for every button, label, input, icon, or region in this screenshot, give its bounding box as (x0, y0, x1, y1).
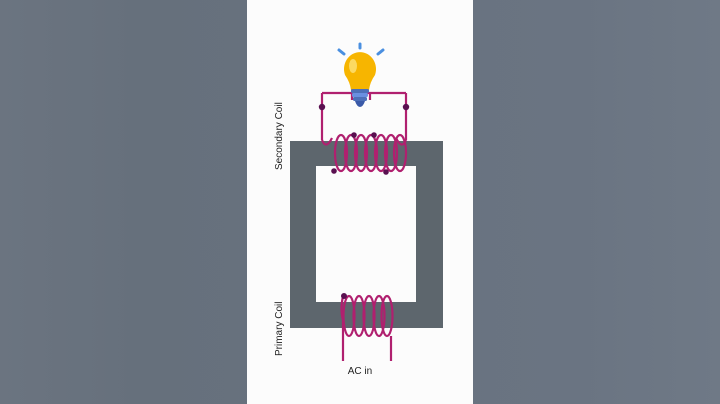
secondary-coil-label: Secondary Coil (274, 102, 285, 170)
light-bulb-icon (337, 42, 385, 107)
transformer-core (290, 141, 443, 328)
primary-terminal (341, 293, 347, 299)
primary-coil-label: Primary Coil (274, 302, 285, 356)
secondary-coil (333, 133, 408, 173)
primary-coil (342, 294, 394, 338)
ac-input-label: AC in (348, 366, 372, 377)
primary-input-wires (340, 295, 393, 361)
secondary-terminals (318, 103, 410, 175)
